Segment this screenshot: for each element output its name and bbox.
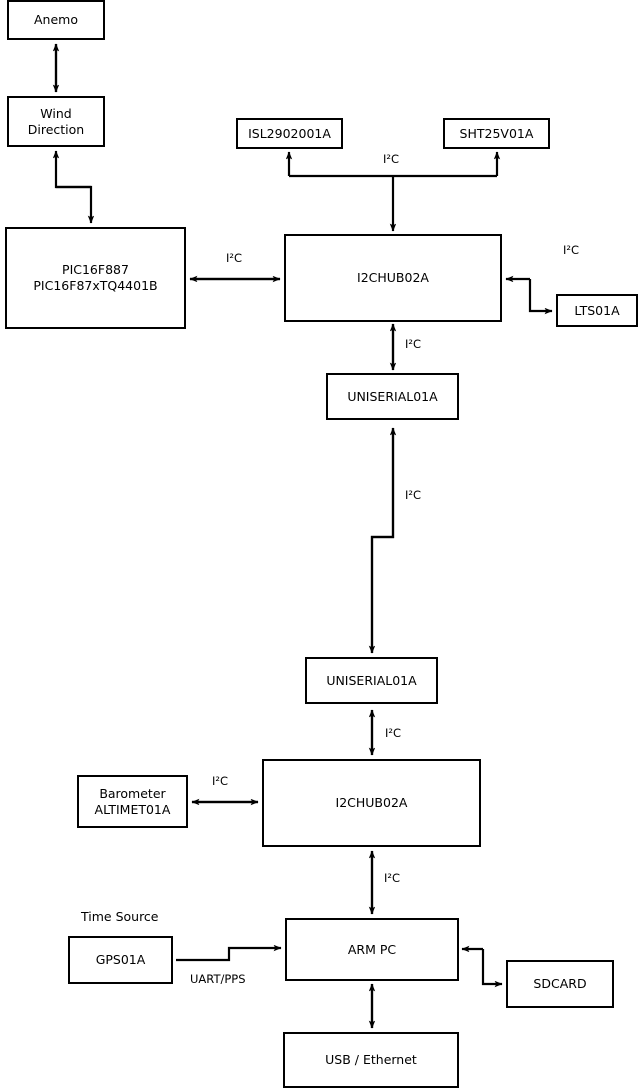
node-barometer-altimet01a[interactable]: Barometer ALTIMET01A [77,775,188,828]
node-sht25v01a[interactable]: SHT25V01A [443,118,550,149]
wire-lts-elbow-in [528,279,553,315]
edge-label-uart-pps: UART/PPS [190,972,246,986]
node-anemo[interactable]: Anemo [7,0,105,40]
wire-uniserial-link-down [368,428,395,654]
wire-gps-armpc [176,944,282,962]
wire-wind-to-pic-up [52,150,91,189]
wire-uniserial-link-up [370,427,397,653]
node-i2chub02a-bottom[interactable]: I2CHUB02A [262,759,481,847]
wire-wind-to-pic-down [56,185,95,224]
node-lts01a[interactable]: LTS01A [556,294,638,327]
edge-label-i2c-hub-uniserial: I²C [405,337,422,351]
edge-label-i2c-hub-lts: I²C [563,243,580,257]
label-time-source: Time Source [81,909,159,924]
wire-armpc-to-sdcard [481,949,503,988]
node-gps01a[interactable]: GPS01A [68,936,173,984]
edge-label-i2c-uniserial-hub2: I²C [385,726,402,740]
node-pic16f887[interactable]: PIC16F887 PIC16F87xTQ4401B [5,227,186,329]
edge-label-i2c-baro-hub2: I²C [212,774,229,788]
node-i2chub02a-top[interactable]: I2CHUB02A [284,234,502,322]
edge-label-i2c-pic-hub: I²C [226,251,243,265]
node-uniserial01a-bottom[interactable]: UNISERIAL01A [305,657,438,704]
edge-label-i2c-hub2-armpc: I²C [384,871,401,885]
node-sdcard[interactable]: SDCARD [506,960,614,1008]
edge-label-i2c-uniserial-link: I²C [405,488,422,502]
node-wind-direction[interactable]: Wind Direction [7,96,105,147]
node-arm-pc[interactable]: ARM PC [285,918,459,981]
node-isl2902001a[interactable]: ISL2902001A [236,118,343,149]
edge-label-i2c-sensor-bus: I²C [383,152,400,166]
node-uniserial01a-top[interactable]: UNISERIAL01A [326,373,459,420]
node-usb-ethernet[interactable]: USB / Ethernet [283,1032,459,1088]
